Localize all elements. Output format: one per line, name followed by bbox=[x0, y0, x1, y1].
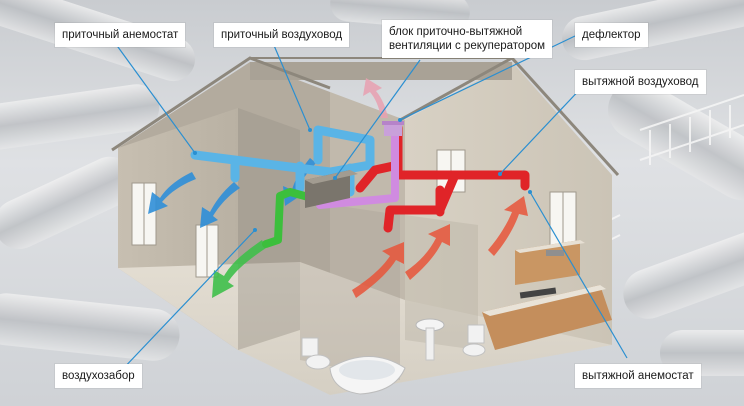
exhaust-anemostat-label: вытяжной анемостат bbox=[575, 364, 701, 388]
supply-duct-text: приточный воздуховод bbox=[221, 29, 343, 41]
kitchen-counter bbox=[482, 240, 612, 350]
house bbox=[111, 56, 620, 395]
unit-connection-duct bbox=[316, 126, 399, 209]
fresh-air-arrow bbox=[212, 240, 266, 298]
deflector-icon bbox=[382, 121, 404, 136]
toilet bbox=[301, 337, 331, 370]
exhaust-duct-text: вытяжной воздуховод bbox=[582, 76, 699, 88]
air-intake-label: воздухозабор bbox=[55, 364, 142, 388]
deflector-label: дефлектор bbox=[575, 23, 648, 47]
leader-lines bbox=[109, 35, 628, 373]
window bbox=[195, 224, 219, 278]
window bbox=[549, 191, 577, 247]
exhaust-anemostat-text: вытяжной анемостат bbox=[582, 370, 694, 382]
roof-exhaust-arrow bbox=[363, 78, 388, 118]
exhaust-airflow-arrows bbox=[352, 196, 528, 298]
recuperator-unit-label: блок приточно-вытяжной вентиляции с реку… bbox=[382, 20, 553, 58]
supply-anemostat-label: приточный анемостат bbox=[55, 23, 186, 47]
washbasin bbox=[415, 318, 445, 361]
bathtub bbox=[329, 356, 406, 395]
leader-endpoints bbox=[193, 118, 532, 232]
exhaust-duct-label: вытяжной воздуховод bbox=[575, 70, 706, 94]
toilet bbox=[462, 324, 486, 357]
unit-label-line1: блок приточно-вытяжной bbox=[389, 26, 523, 38]
recuperator-unit bbox=[305, 170, 358, 208]
supply-duct-label: приточный воздуховод bbox=[214, 23, 350, 47]
supply-anemostat-text: приточный анемостат bbox=[62, 29, 179, 41]
deflector-text: дефлектор bbox=[582, 29, 641, 41]
unit-label-line2: вентиляции с рекуператором bbox=[389, 40, 546, 52]
air-intake-text: воздухозабор bbox=[62, 370, 135, 382]
fresh-air-duct bbox=[262, 188, 316, 248]
